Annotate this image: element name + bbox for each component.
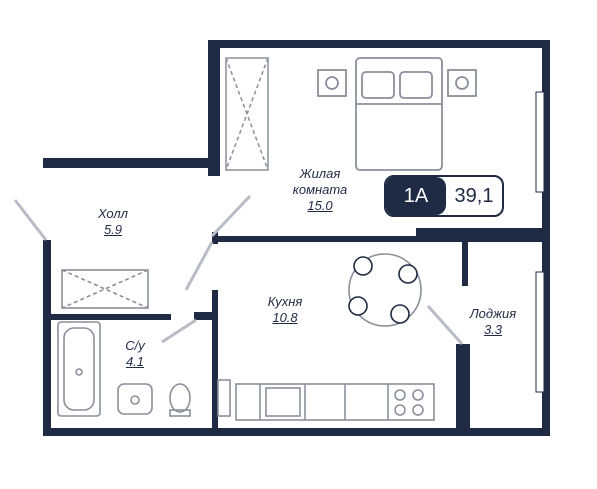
window-living (535, 91, 545, 193)
apartment-type: 1A (386, 177, 446, 215)
wall-top (208, 40, 550, 48)
dining-table (348, 253, 422, 327)
room-name: Жилая комната (292, 166, 348, 197)
wall-loggia-left (456, 344, 470, 436)
room-label-loggia: Лоджия 3.3 (458, 306, 528, 338)
wall-bath-top-stub (194, 312, 218, 320)
door-lines (13, 194, 464, 346)
room-name: Лоджия (469, 306, 517, 321)
room-name: Холл (98, 206, 128, 221)
room-name: С/у (125, 338, 145, 353)
door-entry (13, 199, 48, 241)
wall-loggia-top (416, 228, 550, 242)
room-label-living: Жилая комната 15.0 (270, 166, 370, 214)
wall-hall-top (43, 158, 220, 168)
apartment-badge: 1A 39,1 (384, 175, 504, 217)
wall-living-left (208, 40, 220, 176)
room-area: 5.9 (103, 222, 123, 237)
room-area: 3.3 (483, 322, 503, 337)
room-area: 15.0 (307, 198, 333, 213)
door-kitchen (184, 241, 214, 291)
wall-loggia-inner (462, 242, 468, 286)
wall-bottom (43, 428, 550, 436)
hall-shelf (61, 269, 149, 309)
window-loggia (535, 271, 545, 393)
door-loggia (426, 304, 464, 346)
kitchen-counter (217, 379, 435, 421)
bathroom-fixtures (57, 321, 191, 417)
room-label-bathroom: С/у 4.1 (112, 338, 158, 370)
walls (43, 40, 550, 436)
windows (535, 91, 545, 393)
room-label-hall: Холл 5.9 (78, 206, 148, 238)
wall-kitchen-stub (212, 232, 218, 244)
room-area: 4.1 (125, 354, 145, 369)
wall-kitchen-left (212, 290, 218, 436)
door-bath (161, 318, 197, 344)
room-label-kitchen: Кухня 10.8 (250, 294, 320, 326)
room-area: 10.8 (272, 310, 298, 325)
wall-left (43, 240, 51, 436)
door-living (210, 194, 252, 238)
bed (317, 57, 477, 171)
wardrobe (225, 57, 269, 171)
room-name: Кухня (267, 294, 303, 309)
apartment-total-area: 39,1 (454, 184, 494, 207)
wall-living-kitchen (212, 236, 462, 242)
wall-bath-top (51, 314, 171, 320)
